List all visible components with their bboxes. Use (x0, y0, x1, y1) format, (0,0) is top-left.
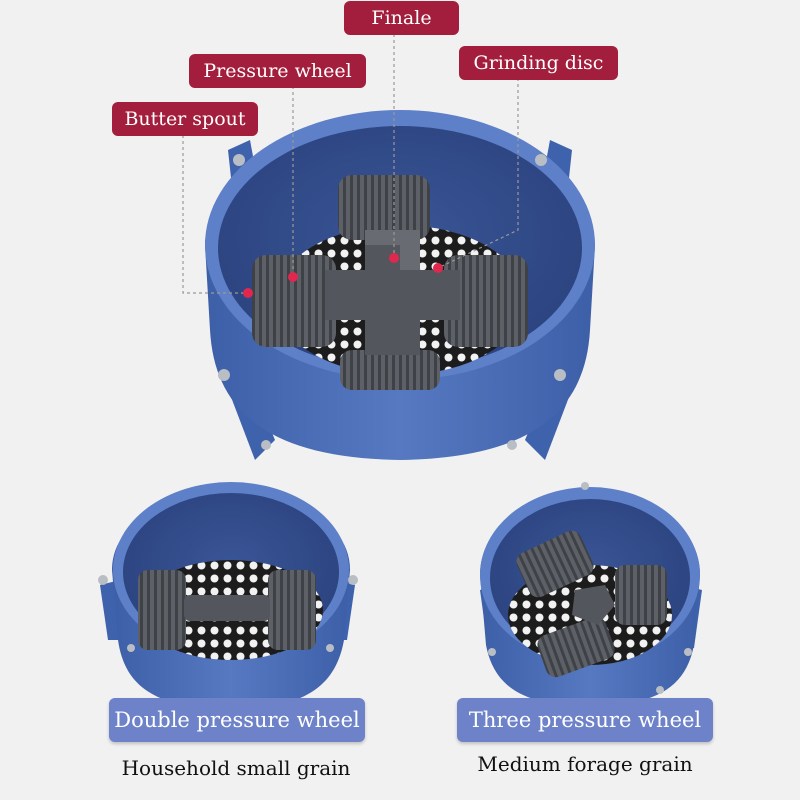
triple-wheel-mill (480, 482, 702, 707)
grinding-disc-label-text: Grinding disc (473, 52, 604, 74)
callout-markers (243, 253, 443, 298)
butter-spout-label-text: Butter spout (124, 108, 246, 130)
finale-label: Finale (344, 1, 459, 35)
grinding-disc-label: Grinding disc (459, 46, 618, 80)
variant-three-pill: Three pressure wheel (457, 698, 713, 742)
finale-marker (389, 253, 399, 263)
grinding-disc-marker (433, 263, 443, 273)
pressure-wheel-marker (288, 272, 298, 282)
pressure-wheel-label-text: Pressure wheel (203, 60, 352, 82)
variant-three-caption: Medium forage grain (477, 752, 693, 776)
variant-three-name: Three pressure wheel (468, 708, 702, 732)
pressure-wheel-label: Pressure wheel (189, 54, 366, 88)
main-mill (205, 110, 595, 460)
butter-spout-label: Butter spout (112, 102, 258, 136)
finale-label-text: Finale (371, 7, 432, 29)
callout-lines (182, 34, 519, 294)
butter-spout-marker (243, 288, 253, 298)
variant-double-pill: Double pressure wheel (109, 698, 365, 742)
double-wheel-mill (98, 482, 358, 710)
variant-double-caption: Household small grain (121, 756, 351, 780)
variant-double-name: Double pressure wheel (114, 708, 360, 732)
